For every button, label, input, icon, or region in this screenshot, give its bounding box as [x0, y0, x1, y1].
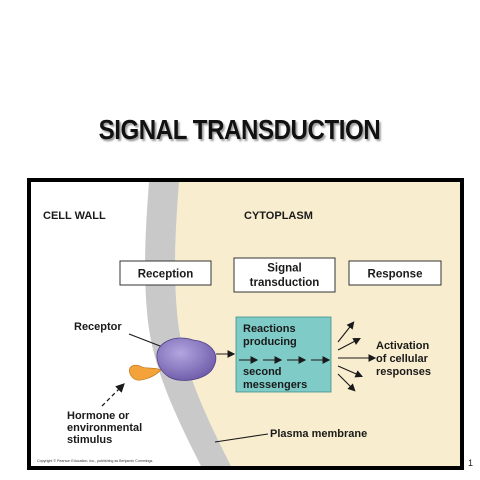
hormone-label-line2: environmental [67, 422, 142, 434]
slide-title: SIGNAL TRANSDUCTION [98, 114, 381, 145]
copyright-text: Copyright © Pearson Education, Inc., pub… [37, 459, 153, 463]
reactions-text-line4: messengers [243, 379, 307, 391]
reception-box [119, 260, 212, 286]
diagram-frame: CELL WALL CYTOPLASM Reception Signal tra… [27, 178, 464, 470]
hormone-label-line1: Hormone or [67, 410, 130, 422]
hormone-molecule [129, 364, 162, 381]
signal-transduction-label-line2: transduction [250, 277, 320, 289]
activation-label-line2: of cellular [376, 353, 429, 365]
activation-label-line1: Activation [376, 340, 429, 352]
activation-label-line3: responses [376, 366, 431, 378]
receptor-protein [156, 337, 217, 381]
page-number: 1 [468, 458, 474, 468]
plasma-membrane-label: Plasma membrane [270, 428, 367, 440]
signal-transduction-diagram: CELL WALL CYTOPLASM Reception Signal tra… [31, 182, 460, 466]
signal-transduction-box [233, 257, 336, 293]
signal-transduction-label-line1: Signal [267, 263, 302, 275]
response-arrow [337, 337, 361, 351]
response-arrow [337, 365, 364, 378]
cytoplasm-label: CYTOPLASM [244, 210, 313, 222]
reactions-box [235, 316, 332, 393]
hormone-label-line3: stimulus [67, 434, 112, 446]
reactions-text-line2: producing [243, 336, 297, 348]
cell-wall-label: CELL WALL [43, 210, 106, 222]
reactions-text-line1: Reactions [243, 323, 296, 335]
response-arrow [337, 373, 356, 392]
stimulus-arrow [101, 383, 125, 407]
reactions-text-line3: second [243, 366, 282, 378]
response-box [348, 260, 442, 286]
receptor-label: Receptor [74, 321, 122, 333]
reception-label: Reception [138, 269, 194, 281]
response-label: Response [368, 269, 423, 281]
plasma-membrane-leader-line [214, 433, 269, 443]
response-arrow [337, 321, 355, 343]
plasma-membrane-band [145, 182, 231, 466]
